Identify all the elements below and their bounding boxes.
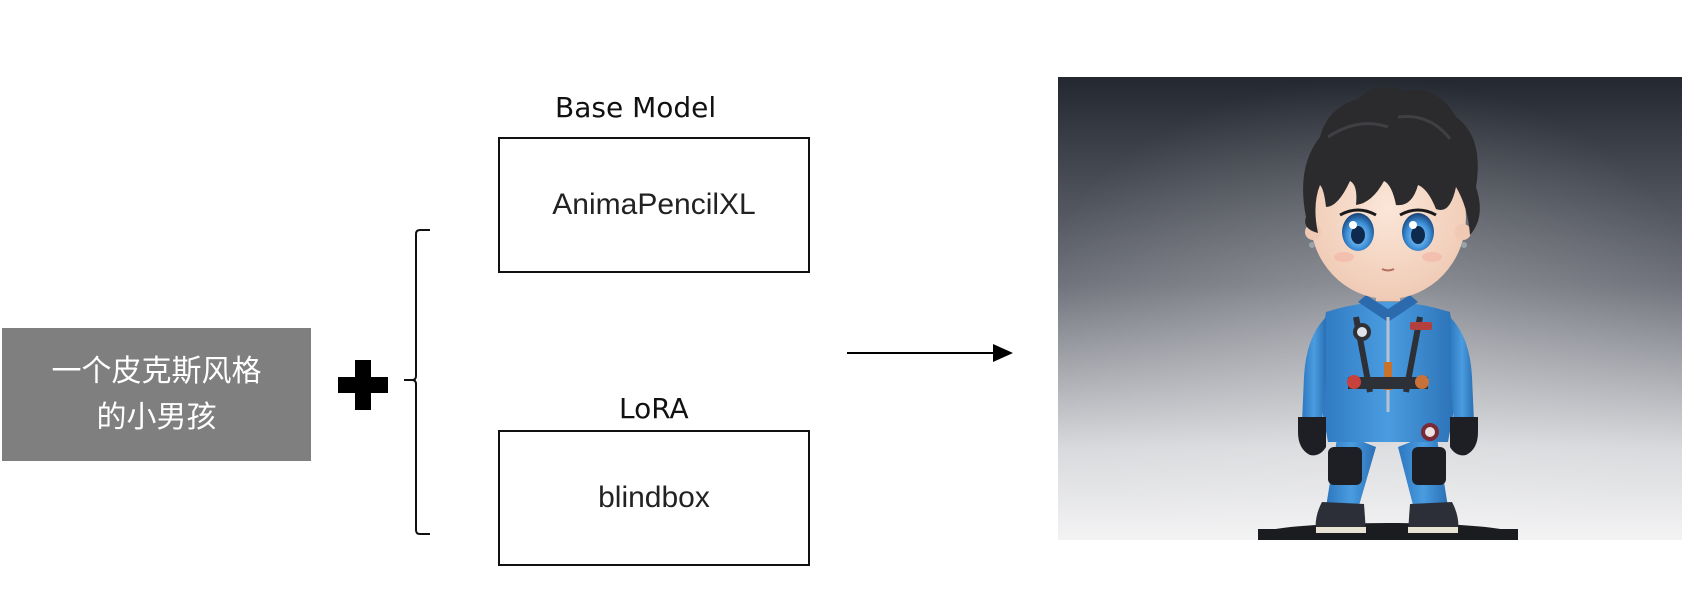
curly-brace (404, 229, 430, 535)
arrow-right-icon (847, 344, 1013, 362)
base-model-name: AnimaPencilXL (552, 188, 756, 221)
lora-name: blindbox (598, 481, 710, 514)
base-model-box: AnimaPencilXL (498, 137, 810, 273)
lora-box: blindbox (498, 430, 810, 566)
generated-image (1058, 77, 1682, 540)
base-model-heading: Base Model (555, 91, 717, 124)
prompt-text: 一个皮克斯风格 的小男孩 (51, 353, 262, 435)
prompt-box: 一个皮克斯风格 的小男孩 (2, 328, 311, 461)
lora-heading: LoRA (619, 392, 689, 425)
plus-icon (338, 360, 388, 410)
